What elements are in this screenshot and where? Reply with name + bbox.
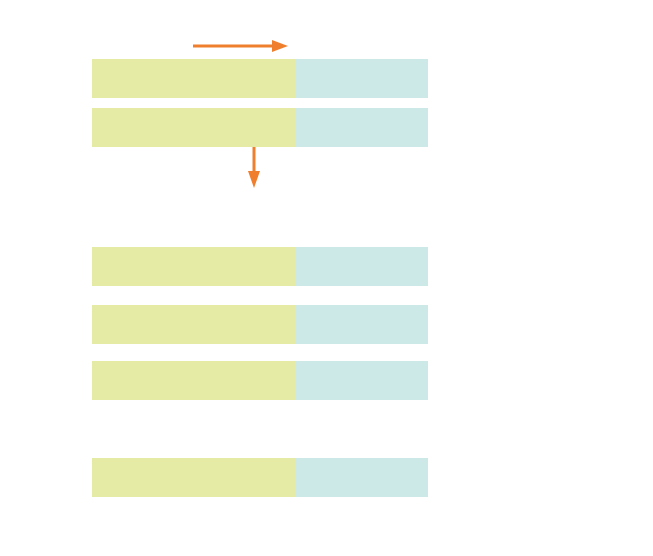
bar-3-left-segment xyxy=(92,247,296,286)
bar-1-right-segment xyxy=(295,59,428,98)
bar-5-right-segment xyxy=(295,361,428,400)
bar-2-right-segment xyxy=(295,108,428,147)
bar-4 xyxy=(92,305,428,344)
bar-6-left-segment xyxy=(92,458,296,497)
bar-6 xyxy=(92,458,428,497)
bar-4-right-segment xyxy=(295,305,428,344)
bar-5 xyxy=(92,361,428,400)
bar-4-left-segment xyxy=(92,305,296,344)
arrow-down-icon xyxy=(248,147,260,188)
bar-5-left-segment xyxy=(92,361,296,400)
bar-3 xyxy=(92,247,428,286)
bar-2-left-segment xyxy=(92,108,296,147)
bar-1 xyxy=(92,59,428,98)
bar-2 xyxy=(92,108,428,147)
bar-3-right-segment xyxy=(295,247,428,286)
bar-6-right-segment xyxy=(295,458,428,497)
arrow-right-icon xyxy=(193,40,288,52)
bar-1-left-segment xyxy=(92,59,296,98)
